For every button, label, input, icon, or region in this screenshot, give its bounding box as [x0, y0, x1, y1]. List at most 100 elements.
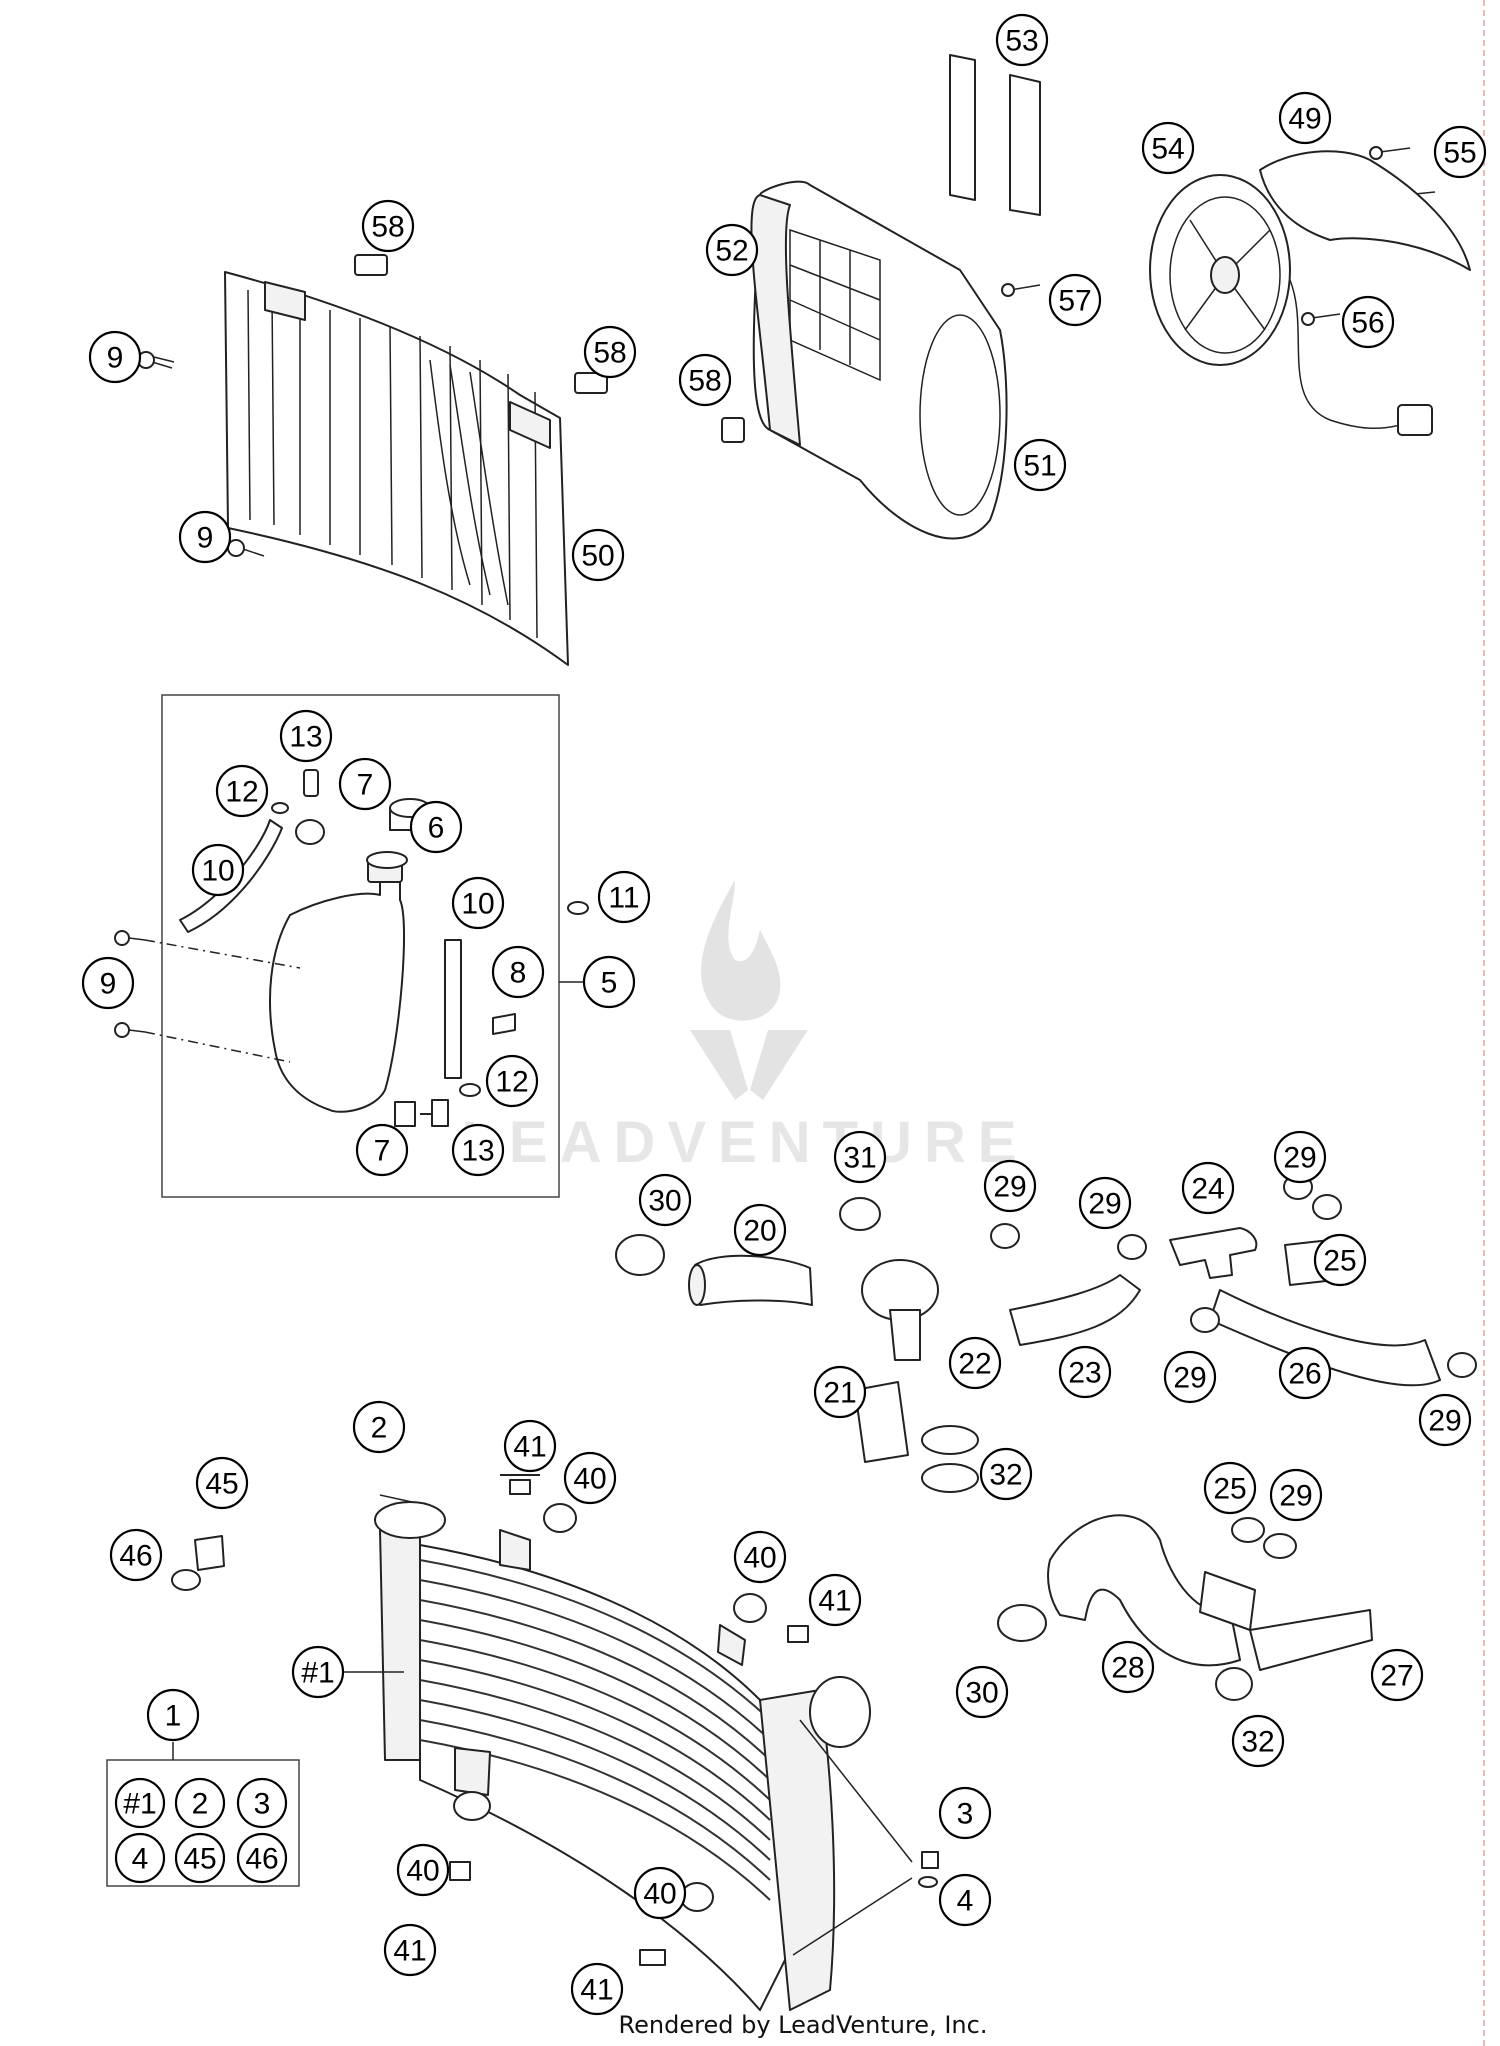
callout-label: 57	[1058, 285, 1091, 318]
radiator-fittings-part	[171, 1474, 939, 1966]
callout-24: 24	[1181, 1161, 1235, 1215]
callout-10: 10	[451, 876, 505, 930]
coolant-hoses-part	[688, 1227, 1441, 1493]
callout-2: 2	[352, 1400, 406, 1454]
callout-label: 45	[205, 1468, 238, 1501]
callout-label: 5	[601, 967, 618, 1000]
callout-12: 12	[485, 1054, 539, 1108]
callout-51: 51	[1013, 438, 1067, 492]
kit-legend-label: #1	[123, 1788, 156, 1821]
kit-legend-item: #1	[114, 1777, 166, 1829]
callout-label: 40	[406, 1855, 439, 1888]
callout-label: 4	[957, 1885, 974, 1918]
callout-label: 13	[461, 1135, 494, 1168]
callout-label: 7	[357, 769, 374, 802]
callout-13: 13	[279, 709, 333, 763]
callout-label: 29	[1173, 1362, 1206, 1395]
callout-label: 40	[643, 1878, 676, 1911]
callout-30: 30	[955, 1665, 1009, 1719]
callout-label: 25	[1213, 1473, 1246, 1506]
callout-label: 29	[1428, 1405, 1461, 1438]
callout-label: 29	[993, 1171, 1026, 1204]
callout-label: 31	[843, 1142, 876, 1175]
callout-label: 11	[608, 882, 639, 915]
tank-hose-part	[179, 819, 462, 1079]
callout-41: 41	[383, 1923, 437, 1977]
callout-28: 28	[1101, 1640, 1155, 1694]
kit-legend-label: 45	[183, 1843, 216, 1876]
callout-3: 3	[938, 1786, 992, 1840]
callout-40: 40	[396, 1843, 450, 1897]
callout-label: 25	[1323, 1245, 1356, 1278]
callout-label: 55	[1443, 137, 1476, 170]
fan-shroud-part	[750, 180, 1008, 540]
callout-label: 10	[201, 855, 234, 888]
callout-label: 23	[1068, 1357, 1101, 1390]
callout-label: 53	[1005, 25, 1038, 58]
tank-fittings-part	[271, 769, 589, 1127]
callout-label: 50	[581, 540, 614, 573]
callout-46: 46	[109, 1528, 163, 1582]
kit-legend-item: 2	[174, 1777, 226, 1829]
callout-label: 9	[100, 968, 117, 1001]
callout-53: 53	[995, 13, 1049, 67]
callout-40: 40	[633, 1866, 687, 1920]
callout-8: 8	[491, 945, 545, 999]
callout-label: #1	[301, 1657, 334, 1690]
radiator-shroud-part	[224, 271, 569, 666]
callout-label: 40	[573, 1463, 606, 1496]
expansion-tank-group-box	[161, 694, 560, 1198]
callout-label: 21	[823, 1377, 856, 1410]
callout-55: 55	[1433, 125, 1487, 179]
callout-52: 52	[705, 223, 759, 277]
callout-5: 5	[582, 955, 636, 1009]
callout-hash1: #1	[291, 1645, 345, 1699]
callout-29: 29	[1273, 1130, 1327, 1184]
callout-label: 30	[965, 1677, 998, 1710]
callout-29: 29	[983, 1159, 1037, 1213]
callout-label: 41	[580, 1974, 613, 2007]
callout-label: 32	[1241, 1726, 1274, 1759]
callout-label: 12	[495, 1066, 528, 1099]
callout-23: 23	[1058, 1345, 1112, 1399]
callout-57: 57	[1048, 273, 1102, 327]
callout-12: 12	[215, 764, 269, 818]
callout-label: 9	[107, 342, 124, 375]
callout-label: 41	[393, 1935, 426, 1968]
callout-label: 29	[1283, 1142, 1316, 1175]
callout-label: 41	[818, 1585, 851, 1618]
callout-49: 49	[1278, 91, 1332, 145]
callout-label: 20	[743, 1215, 776, 1248]
callout-26: 26	[1278, 1346, 1332, 1400]
kit-legend-box	[106, 1759, 300, 1887]
callout-label: 29	[1088, 1188, 1121, 1221]
callout-50: 50	[571, 528, 625, 582]
callout-1: 1	[146, 1688, 200, 1742]
callout-22: 22	[948, 1336, 1002, 1390]
callout-32: 32	[979, 1447, 1033, 1501]
callout-25: 25	[1203, 1461, 1257, 1515]
callout-56: 56	[1341, 295, 1395, 349]
callout-9: 9	[178, 510, 232, 564]
callout-40: 40	[563, 1451, 617, 1505]
callout-40: 40	[733, 1530, 787, 1584]
callout-25: 25	[1313, 1233, 1367, 1287]
callout-label: 58	[593, 337, 626, 370]
radiator-part	[374, 1501, 871, 2011]
callout-label: 12	[225, 776, 258, 809]
kit-legend-label: 3	[254, 1788, 271, 1821]
callout-29: 29	[1418, 1393, 1472, 1447]
callout-label: 30	[648, 1185, 681, 1218]
callout-20: 20	[733, 1203, 787, 1257]
callout-11: 11	[597, 870, 651, 924]
kit-legend-label: 2	[192, 1788, 209, 1821]
callout-label: 58	[688, 365, 721, 398]
callout-29: 29	[1163, 1350, 1217, 1404]
callout-6: 6	[409, 800, 463, 854]
kit-legend-item: 4	[114, 1832, 166, 1884]
callout-label: 3	[957, 1798, 974, 1831]
callout-4: 4	[938, 1873, 992, 1927]
callout-54: 54	[1141, 121, 1195, 175]
callout-21: 21	[813, 1365, 867, 1419]
